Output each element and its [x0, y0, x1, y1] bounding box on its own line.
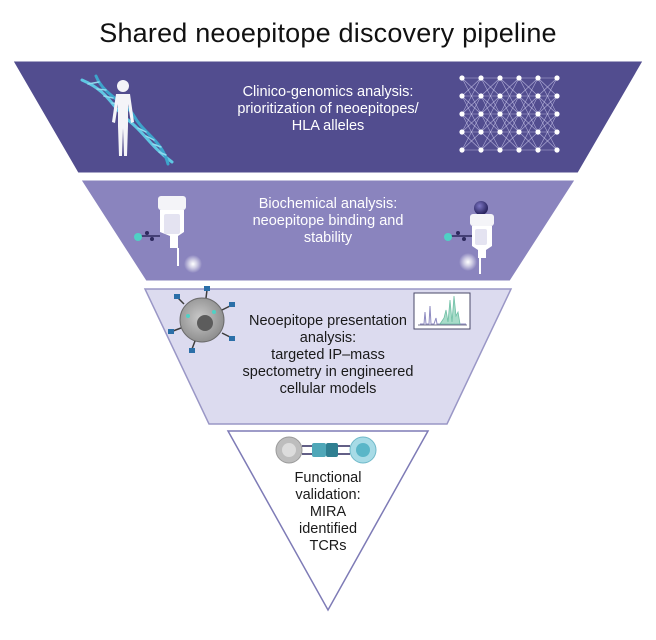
stage-4-label: Functional validation: MIRA identified T… [262, 470, 394, 555]
network-edge [480, 131, 501, 151]
stage-2-line-3: stability [303, 230, 353, 246]
network-edge [499, 95, 520, 133]
network-edge [480, 77, 501, 115]
stage-1-label: Clinico-genomics analysis: prioritizatio… [210, 84, 446, 135]
stage-3-line-4: spectometry in engineered [242, 364, 414, 380]
stage-4-line-1: Functional [294, 470, 362, 486]
network-node [535, 147, 541, 153]
network-node [497, 93, 503, 99]
stage-4-line-3: MIRA [309, 504, 347, 520]
network-node [535, 93, 541, 99]
network-edge [518, 131, 539, 151]
network-node [554, 93, 560, 99]
network-edge [499, 131, 520, 151]
network-node [459, 147, 465, 153]
network-node [516, 147, 522, 153]
network-edge [480, 77, 501, 97]
network-node [554, 129, 560, 135]
network-node [497, 111, 503, 117]
network-edge [499, 113, 520, 151]
network-node [478, 111, 484, 117]
network-node [459, 75, 465, 81]
network-edge [518, 113, 539, 151]
stage-2-band [80, 179, 576, 282]
network-edge [499, 77, 520, 115]
network-edge [461, 113, 482, 133]
network-node [459, 129, 465, 135]
network-node [497, 147, 503, 153]
network-node [478, 75, 484, 81]
network-edge [518, 77, 539, 115]
stage-4-line-2: validation: [295, 487, 361, 503]
network-edge [499, 95, 520, 115]
network-edge [480, 113, 501, 151]
stage-1-line-1: Clinico-genomics analysis: [242, 84, 414, 100]
network-edge [537, 95, 558, 115]
diagram-title: Shared neoepitope discovery pipeline [99, 18, 557, 48]
stage-3-line-5: cellular models [279, 381, 377, 397]
network-node [554, 147, 560, 153]
network-edge [518, 113, 539, 133]
network-node [516, 75, 522, 81]
network-edge [461, 77, 482, 115]
hla-complex-icon [134, 196, 202, 273]
network-node [554, 111, 560, 117]
network-edge [537, 95, 558, 133]
network-edge [461, 113, 482, 151]
network-node [554, 75, 560, 81]
network-edge [461, 95, 482, 133]
stage-3-line-2: analysis: [299, 330, 357, 346]
network-node [478, 93, 484, 99]
network-edge [461, 95, 482, 115]
human-figure-icon [112, 80, 134, 156]
stage-2-label: Biochemical analysis: neoepitope binding… [220, 196, 436, 247]
network-edge [518, 95, 539, 133]
network-edge [518, 95, 539, 115]
network-edge [480, 113, 501, 133]
stage-2-line-1: Biochemical analysis: [258, 196, 398, 212]
network-node [459, 93, 465, 99]
network-node [535, 75, 541, 81]
cell-icon [168, 286, 235, 353]
network-node [497, 75, 503, 81]
stage-3-line-3: targeted IP–mass [271, 347, 385, 363]
stage-3-line-1: Neoepitope presentation [248, 313, 407, 329]
neural-network-icon [459, 75, 560, 153]
network-node [516, 129, 522, 135]
network-node [516, 111, 522, 117]
network-edge [537, 131, 558, 151]
network-node [516, 93, 522, 99]
network-edge [537, 77, 558, 115]
network-node [535, 129, 541, 135]
stage-1-band [12, 60, 644, 174]
network-edge [499, 77, 520, 97]
network-edge [461, 131, 482, 151]
stage-3-label: Neoepitope presentation analysis: target… [224, 313, 432, 398]
network-edge [480, 95, 501, 133]
network-node [535, 111, 541, 117]
network-edge [480, 95, 501, 115]
t-cell-binding-icon [275, 436, 377, 464]
peptide-bound-hla-icon [444, 201, 494, 274]
network-edge [537, 77, 558, 97]
network-node [459, 111, 465, 117]
stage-1-line-2: prioritization of neoepitopes/ [237, 101, 419, 117]
stage-2-line-2: neoepitope binding and [252, 213, 404, 229]
mass-spectrum-icon [413, 292, 471, 330]
stage-4-triangle [226, 430, 430, 612]
network-node [478, 129, 484, 135]
network-node [497, 129, 503, 135]
network-edge [537, 113, 558, 133]
network-edge [518, 77, 539, 97]
stage-1-line-3: HLA alleles [291, 118, 365, 134]
network-edge [499, 113, 520, 133]
network-edge [461, 77, 482, 97]
stage-4-line-5: TCRs [309, 538, 347, 554]
network-edge [537, 113, 558, 151]
network-node [478, 147, 484, 153]
stage-4-line-4: identified [298, 521, 358, 537]
